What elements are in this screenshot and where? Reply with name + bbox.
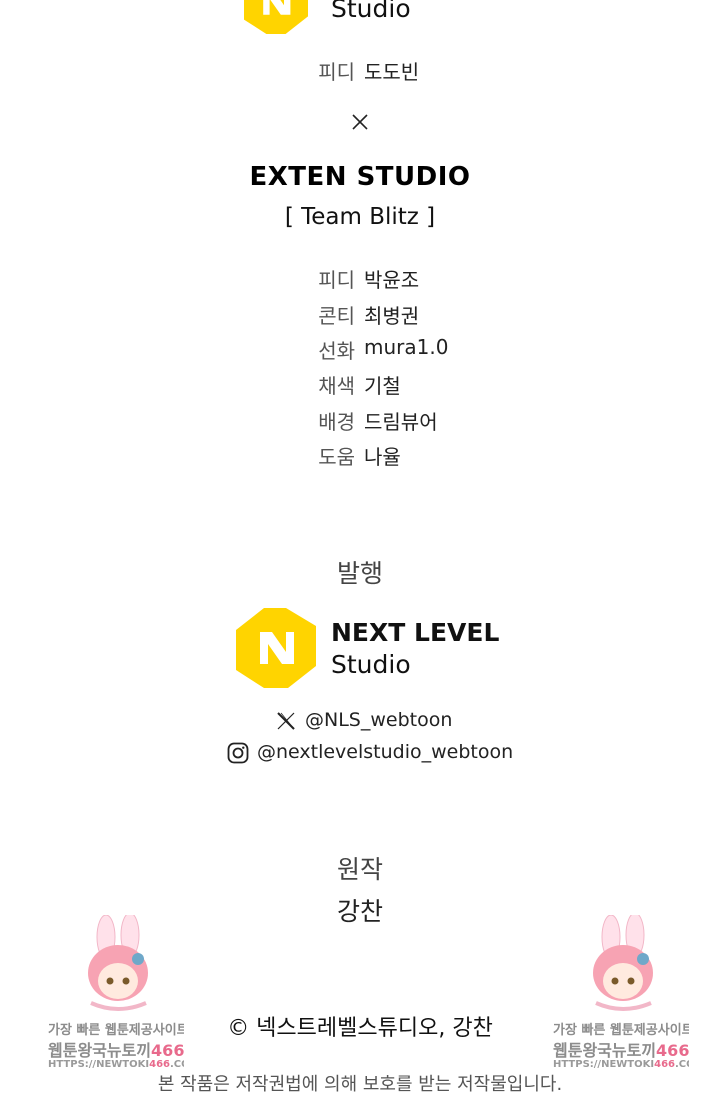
credit-row: 피디 박윤조 <box>0 264 720 294</box>
credit-role: 도움 <box>318 445 355 469</box>
watermark-line1: 가장 빠른 웹툰제공사이트 <box>48 1023 184 1038</box>
credit-name: 기철 <box>364 374 401 398</box>
studio-title: EXTEN STUDIO <box>249 162 471 192</box>
next-level-logo-top <box>244 0 308 34</box>
credit-name: 박윤조 <box>364 268 420 292</box>
watermark-line2-text: 웹툰왕국뉴토끼 <box>553 1041 657 1060</box>
watermark-line3: HTTPS://NEWTOKI466.COM <box>48 1059 184 1070</box>
original-author: 강찬 <box>336 897 383 926</box>
cross-icon <box>352 114 368 130</box>
credit-row: 배경 드림뷰어 <box>0 406 720 436</box>
publisher-logo-line2: Studio <box>331 650 411 679</box>
credit-role: 피디 <box>318 268 355 292</box>
watermark-line2: 웹툰왕국뉴토끼466 <box>553 1037 689 1061</box>
watermark-line2-number: 466 <box>656 1041 689 1060</box>
credit-role: 선화 <box>318 339 355 363</box>
credit-name: 최병권 <box>364 304 420 328</box>
instagram-handle[interactable]: @nextlevelstudio_webtoon <box>257 741 514 763</box>
watermark-line2-number: 466 <box>151 1041 184 1060</box>
x-logo-icon <box>277 712 295 730</box>
watermark-character-icon <box>88 915 148 1011</box>
instagram-icon <box>227 742 249 764</box>
credit-name: mura1.0 <box>364 335 449 359</box>
publisher-heading: 발행 <box>336 559 383 588</box>
credit-role: 배경 <box>318 410 355 434</box>
copyright-notice: 본 작품은 저작권법에 의해 보호를 받는 저작물입니다. <box>157 1074 563 1095</box>
credit-role: 피디 <box>318 60 355 84</box>
credit-row-pd-top: 피디 도도빈 <box>0 56 720 86</box>
team-name: [ Team Blitz ] <box>284 204 436 230</box>
credit-row: 채색 기철 <box>0 370 720 400</box>
credit-row: 콘티 최병권 <box>0 300 720 330</box>
watermark-line3-number: 466 <box>149 1059 170 1070</box>
watermark-line3-suffix: .COM <box>674 1059 689 1070</box>
watermark-line3-text: HTTPS://NEWTOKI <box>553 1059 655 1070</box>
watermark-line2: 웹툰왕국뉴토끼466 <box>48 1037 184 1061</box>
credit-role: 콘티 <box>318 304 355 328</box>
watermark-left: 가장 빠른 웹툰제공사이트 웹툰왕국뉴토끼466 HTTPS://NEWTOKI… <box>48 915 184 1085</box>
next-level-logo <box>236 608 316 688</box>
credit-role: 채색 <box>318 374 355 398</box>
watermark-line3-number: 466 <box>654 1059 675 1070</box>
credit-row: 선화 mura1.0 <box>0 335 720 365</box>
x-handle[interactable]: @NLS_webtoon <box>305 709 453 731</box>
credit-row: 도움 나율 <box>0 441 720 471</box>
copyright: © 넥스트레벨스튜디오, 강찬 <box>227 1016 493 1041</box>
credit-name: 도도빈 <box>364 60 420 84</box>
watermark-line3: HTTPS://NEWTOKI466.COM <box>553 1059 689 1070</box>
credit-name: 나율 <box>364 445 401 469</box>
watermark-line3-suffix: .COM <box>169 1059 184 1070</box>
watermark-line2-text: 웹툰왕국뉴토끼 <box>48 1041 152 1060</box>
watermark-character-icon <box>593 915 653 1011</box>
original-heading: 원작 <box>336 855 383 884</box>
watermark-right: 가장 빠른 웹툰제공사이트 웹툰왕국뉴토끼466 HTTPS://NEWTOKI… <box>553 915 689 1085</box>
watermark-line1: 가장 빠른 웹툰제공사이트 <box>553 1023 689 1038</box>
watermark-line3-text: HTTPS://NEWTOKI <box>48 1059 150 1070</box>
top-logo-text: Studio <box>331 0 411 23</box>
publisher-logo-line1: NEXT LEVEL <box>331 618 500 647</box>
credit-name: 드림뷰어 <box>364 410 438 434</box>
